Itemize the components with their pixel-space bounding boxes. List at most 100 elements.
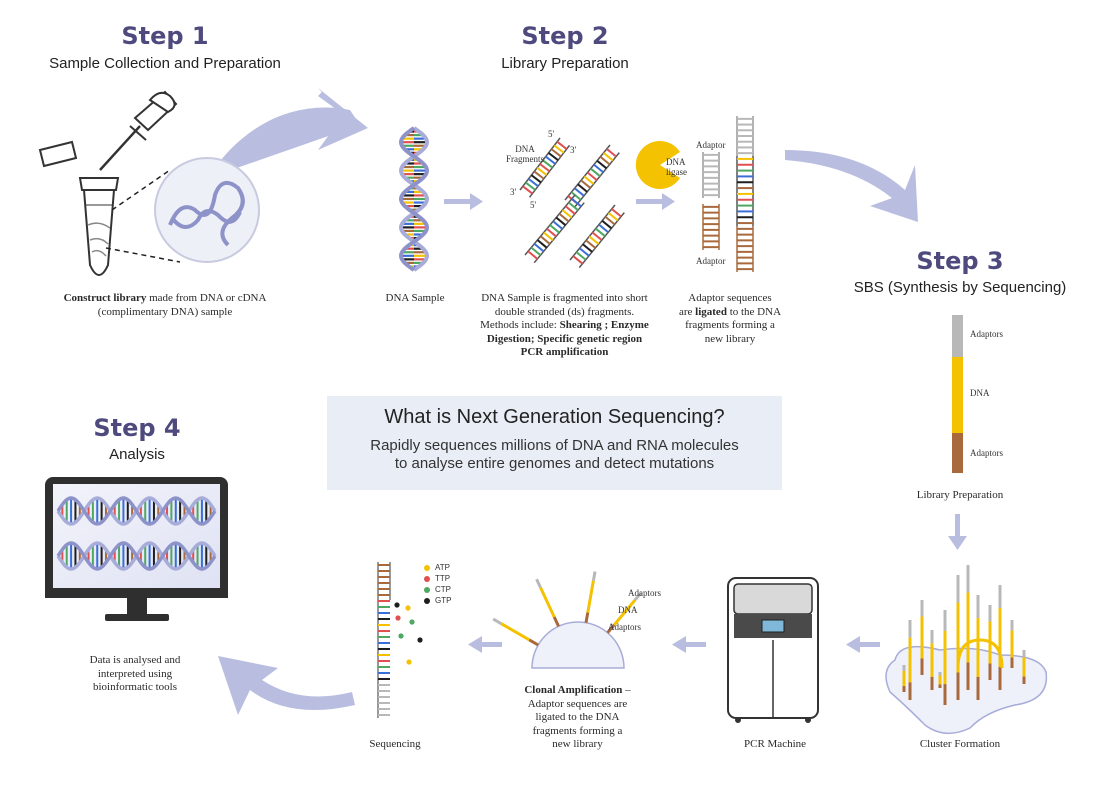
cluster-formation [885, 565, 1048, 734]
rung [601, 219, 613, 230]
clonal-adaptor-base [606, 623, 616, 634]
rung [536, 239, 548, 249]
step2-title: Step 2 [521, 22, 609, 50]
step1-subtitle: Sample Collection and Preparation [49, 55, 281, 72]
rung [582, 243, 593, 253]
rung [555, 216, 567, 226]
clonal-adaptor-tip [535, 578, 542, 589]
rung [558, 212, 570, 223]
clonal-dna [500, 622, 530, 642]
rung [527, 250, 538, 260]
rung [577, 183, 588, 193]
rung [586, 171, 598, 181]
legend-gtp: GTP [424, 595, 464, 606]
arrow-libprep-to-cluster [948, 514, 967, 550]
sample-strand-a [398, 126, 430, 272]
rung [543, 231, 554, 241]
rung [564, 205, 576, 215]
step4-title: Step 4 [93, 414, 181, 442]
sample-strand-b [398, 126, 430, 272]
library-preparation-label: Library Preparation [916, 489, 1004, 501]
clonal-adaptor-base [584, 612, 590, 623]
adaptor-label-top: Adaptor [696, 140, 726, 150]
arrow-step2-to-step3 [785, 150, 918, 222]
rung [595, 227, 606, 237]
arrow-sample-to-fragments [444, 193, 483, 210]
nucleotide-legend: ATP TTP CTP GTP [424, 562, 464, 606]
arrow-step3-to-step4 [218, 656, 355, 715]
ngs-summary-title: What is Next Generation Sequencing? [384, 406, 725, 428]
dna-ligase-icon [635, 140, 680, 189]
rung [588, 235, 600, 245]
step3-title: Step 3 [916, 247, 1004, 275]
pcr-machine [727, 577, 819, 723]
rung [525, 181, 536, 191]
dna-sample-helix [398, 126, 430, 272]
rung [591, 231, 603, 241]
step3-subtitle: SBS (Synthesis by Sequencing) [853, 279, 1067, 296]
arrow-fragments-to-adaptors [636, 193, 675, 210]
rung [533, 242, 545, 253]
sequencing-strand [377, 562, 391, 718]
rung [583, 175, 595, 185]
rung [575, 251, 587, 261]
rung [602, 152, 614, 162]
clonal-adaptor-base [528, 638, 539, 647]
fragmentation-caption: DNA Sample is fragmented into short doub… [480, 292, 649, 358]
clonal-dna [586, 580, 595, 613]
rung [530, 174, 542, 184]
clonal-label-dna: DNA [618, 605, 638, 615]
sequencing-label: Sequencing [369, 738, 421, 750]
step1-title: Step 1 [121, 22, 209, 50]
rung [590, 167, 601, 177]
dropper-illustration [99, 90, 178, 171]
rung [533, 170, 545, 180]
rung [527, 178, 539, 187]
prime-3-bottom: 3' [510, 187, 517, 197]
clonal-amplification-dome [492, 571, 643, 669]
rung [545, 155, 556, 165]
rung [593, 163, 604, 174]
dna-sample-label: DNA Sample [385, 292, 445, 304]
step4-subtitle: Analysis [109, 446, 165, 463]
adaptor-ladders [702, 116, 754, 272]
rung [596, 159, 608, 170]
rung [571, 197, 582, 208]
step1-caption: Construct library made from DNA or cDNA … [63, 292, 267, 318]
pcr-machine-label: PCR Machine [743, 738, 807, 750]
rung [547, 152, 559, 161]
fragment-3-rail [533, 202, 585, 264]
monitor-strand-b [56, 496, 217, 526]
rung [570, 191, 582, 201]
analysis-caption: Data is analysed and interpreted using b… [89, 654, 181, 693]
clonal-dna [539, 587, 556, 618]
monitor-strand-b [56, 541, 217, 571]
bar-label-adaptors-top: Adaptors [970, 329, 1003, 339]
clonal-dna [613, 599, 637, 626]
bar-label-adaptors-bottom: Adaptors [970, 448, 1003, 458]
test-tube-illustration [38, 140, 120, 276]
rung [550, 148, 562, 158]
legend-ttp: TTP [424, 573, 464, 584]
arrow-cluster-to-pcr [846, 636, 880, 653]
clonal-adaptor-tip [492, 617, 502, 625]
rung [556, 140, 568, 150]
rung [572, 255, 584, 265]
prime-5-top: 5' [548, 129, 555, 139]
prime-5-bottom: 5' [530, 200, 537, 210]
library-bar [952, 315, 963, 473]
clonal-label-adaptors-1: Adaptors [628, 588, 661, 598]
rung [553, 144, 565, 154]
rung [561, 209, 573, 219]
monitor-illustration [45, 477, 228, 621]
nucleotide-dots [394, 602, 423, 665]
rung [522, 185, 533, 195]
rung [611, 208, 622, 218]
rung [549, 224, 560, 234]
rung [552, 220, 563, 230]
rung [579, 247, 590, 257]
arrow-pcr-to-clonal [672, 636, 706, 653]
rung [585, 239, 596, 249]
